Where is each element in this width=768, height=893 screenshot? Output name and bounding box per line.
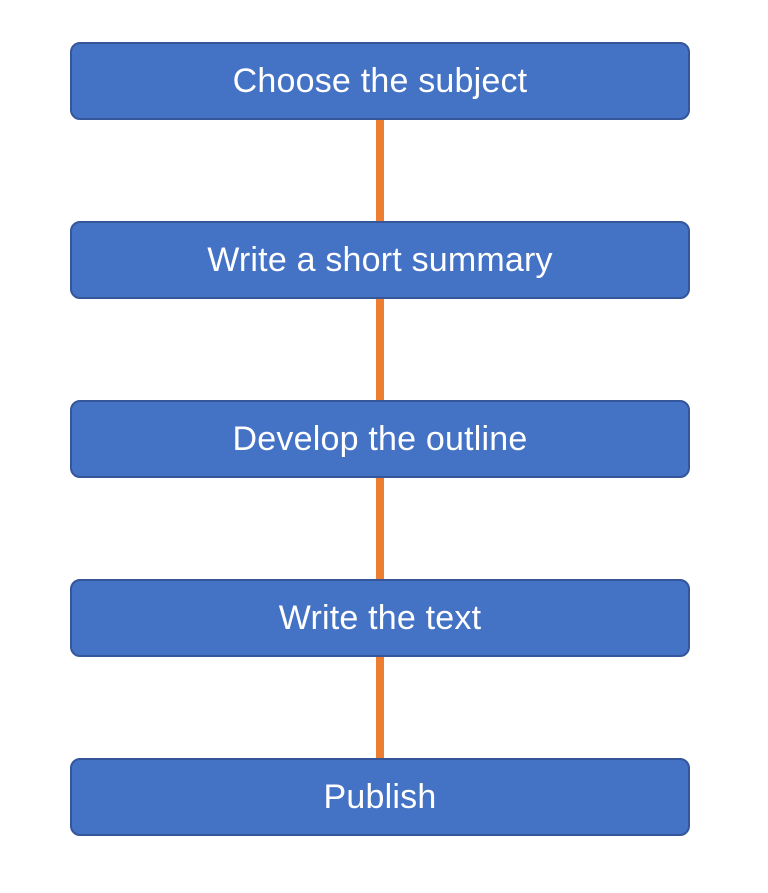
step-label: Publish: [323, 778, 437, 816]
step-label: Choose the subject: [232, 62, 528, 100]
connector-line: [376, 476, 384, 581]
connector-line: [376, 655, 384, 760]
step-label: Write a short summary: [207, 241, 553, 279]
flowchart-step-publish: Publish: [70, 758, 690, 836]
connector-line: [376, 118, 384, 223]
connector-line: [376, 297, 384, 402]
flowchart-step-choose-subject: Choose the subject: [70, 42, 690, 120]
step-label: Develop the outline: [232, 420, 528, 458]
flowchart-step-develop-outline: Develop the outline: [70, 400, 690, 478]
flowchart-step-write-summary: Write a short summary: [70, 221, 690, 299]
step-label: Write the text: [278, 599, 482, 637]
flowchart-step-write-text: Write the text: [70, 579, 690, 657]
